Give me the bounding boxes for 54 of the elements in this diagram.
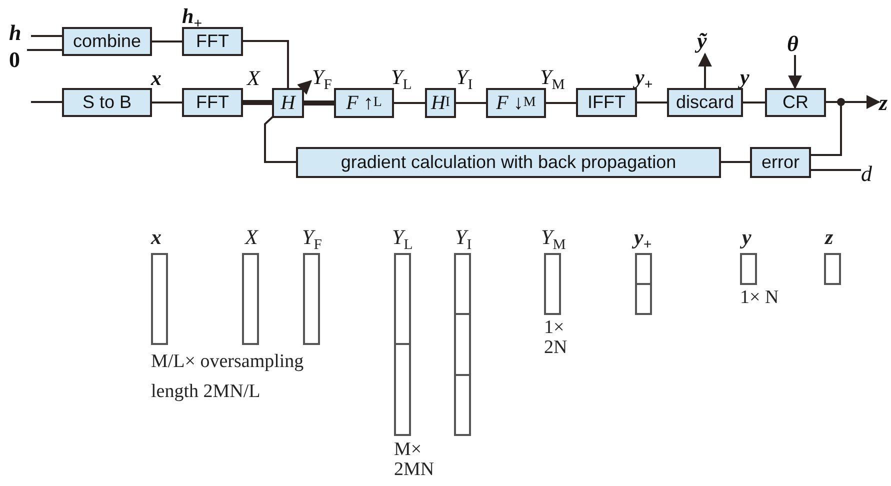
connector-line — [394, 102, 425, 104]
signal-symbol: 0 — [9, 49, 20, 71]
process-box: S to B — [62, 88, 152, 117]
vector-symbol: Y$_{M}$ — [541, 226, 566, 254]
process-box: IFFT — [576, 88, 637, 117]
vector-symbol: y$_{+}$ — [634, 226, 652, 254]
vector-symbol: Y$_{F}$ — [302, 226, 322, 254]
size-note: 1× N — [740, 288, 780, 308]
process-box: combine — [62, 27, 152, 56]
size-note: 1× 2N — [544, 318, 568, 358]
signal-label: y — [740, 67, 750, 88]
vector-symbol: X — [245, 226, 258, 248]
signal-label: Y$_{F}$ — [312, 67, 332, 93]
connector-line — [152, 102, 182, 104]
connector-line — [546, 102, 576, 104]
process-box: FFT — [182, 27, 243, 56]
connector-line — [243, 100, 272, 105]
vector-symbol: Y$_{I}$ — [455, 226, 472, 254]
signal-label: y$_{+}$ — [635, 67, 653, 93]
arrow — [698, 52, 712, 88]
connector-line — [27, 49, 62, 51]
arrow — [788, 55, 802, 90]
process-box: CR — [765, 88, 826, 117]
signal-symbol: h — [9, 22, 22, 44]
connector-line — [31, 101, 62, 103]
connector-line — [721, 161, 750, 163]
process-box: gradient calculation with back propagation — [296, 147, 721, 178]
process-box: discard — [667, 88, 743, 117]
connector-line — [304, 100, 334, 106]
connector-line — [31, 35, 62, 37]
process-box: error — [750, 147, 811, 178]
signal-symbol: z — [879, 92, 888, 114]
size-note: M/L× oversampling — [151, 352, 304, 372]
signal-symbol: d — [861, 163, 872, 185]
signal-symbol: θ — [787, 33, 798, 55]
connector-line — [811, 169, 861, 171]
signal-symbol: ỹ — [697, 30, 707, 52]
signal-label: x — [151, 68, 162, 89]
vector-symbol: z — [825, 226, 834, 248]
connector-line — [243, 40, 289, 88]
connector-line — [743, 102, 765, 104]
signal-label: X — [247, 68, 260, 89]
size-note: M× 2MN — [394, 440, 436, 480]
size-note: length 2MN/L — [151, 382, 260, 402]
signal-label: Y$_{L}$ — [391, 67, 412, 93]
vector-symbol: y — [742, 226, 752, 248]
vector-symbol: x — [151, 226, 162, 248]
connector-line — [152, 40, 182, 42]
connector-line — [637, 102, 667, 104]
vector-symbol: Y$_{L}$ — [392, 226, 413, 254]
connector-line — [456, 102, 486, 104]
signal-label: Y$_{I}$ — [456, 67, 473, 93]
filter-box: H — [272, 88, 304, 118]
process-box: FFT — [182, 88, 243, 117]
